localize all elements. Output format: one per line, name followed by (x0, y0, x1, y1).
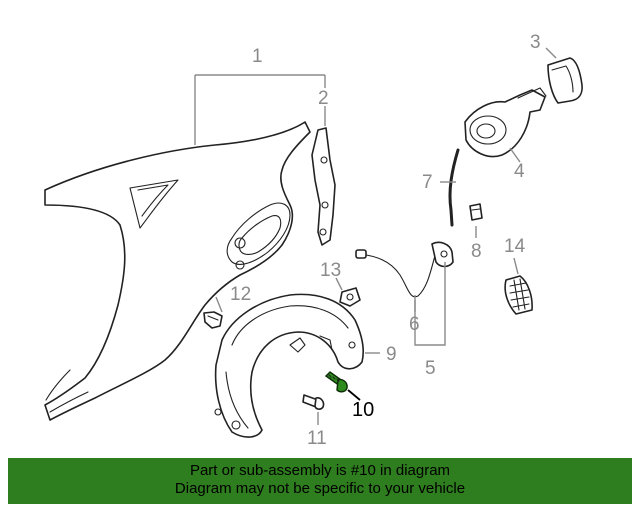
fitment-notice-banner: Part or sub-assembly is #10 in diagram D… (8, 458, 632, 504)
exploded-parts-diagram: 1 2 3 4 5 6 7 8 9 10 11 12 13 14 (44, 32, 583, 449)
callout-11: 11 (307, 428, 327, 449)
callout-10: 10 (352, 399, 374, 421)
bolt-part-highlighted (324, 371, 348, 393)
drain-hose-part (448, 148, 460, 227)
leader-lines (194, 47, 557, 425)
push-clip-part (203, 311, 223, 329)
fuel-pocket-housing-part (464, 87, 547, 158)
callout-3: 3 (530, 32, 541, 53)
fuel-door-part (547, 57, 583, 104)
actuator-part (469, 203, 483, 221)
vent-grille-part (504, 275, 533, 315)
quarter-panel-part (44, 121, 311, 421)
callout-14: 14 (504, 236, 526, 257)
callout-6: 6 (409, 314, 420, 335)
leader-1 (194, 74, 326, 145)
callout-9: 9 (386, 344, 397, 365)
callout-labels: 1 2 3 4 5 6 7 8 9 10 11 12 13 14 (230, 32, 541, 449)
callout-1: 1 (252, 46, 263, 67)
notice-line-2: Diagram may not be specific to your vehi… (174, 480, 466, 497)
screw-part (302, 394, 325, 410)
callout-2: 2 (318, 88, 329, 109)
leader-4 (509, 147, 521, 163)
notice-line-1: Part or sub-assembly is #10 in diagram (189, 462, 451, 479)
leader-12 (215, 296, 223, 313)
retainer-part (339, 287, 361, 307)
leader-10 (347, 389, 361, 401)
bracket-part (311, 127, 336, 246)
callout-4: 4 (514, 161, 525, 182)
leader-14 (513, 257, 519, 275)
release-cable-part (355, 241, 454, 298)
leader-5 (414, 262, 446, 346)
callout-7: 7 (422, 172, 433, 193)
callout-13: 13 (320, 260, 341, 281)
leader-13 (335, 277, 343, 291)
wheelhouse-liner-part (214, 293, 364, 438)
callout-5: 5 (425, 358, 436, 379)
leader-3 (545, 47, 557, 59)
callout-12: 12 (230, 284, 251, 305)
callout-8: 8 (471, 241, 482, 262)
